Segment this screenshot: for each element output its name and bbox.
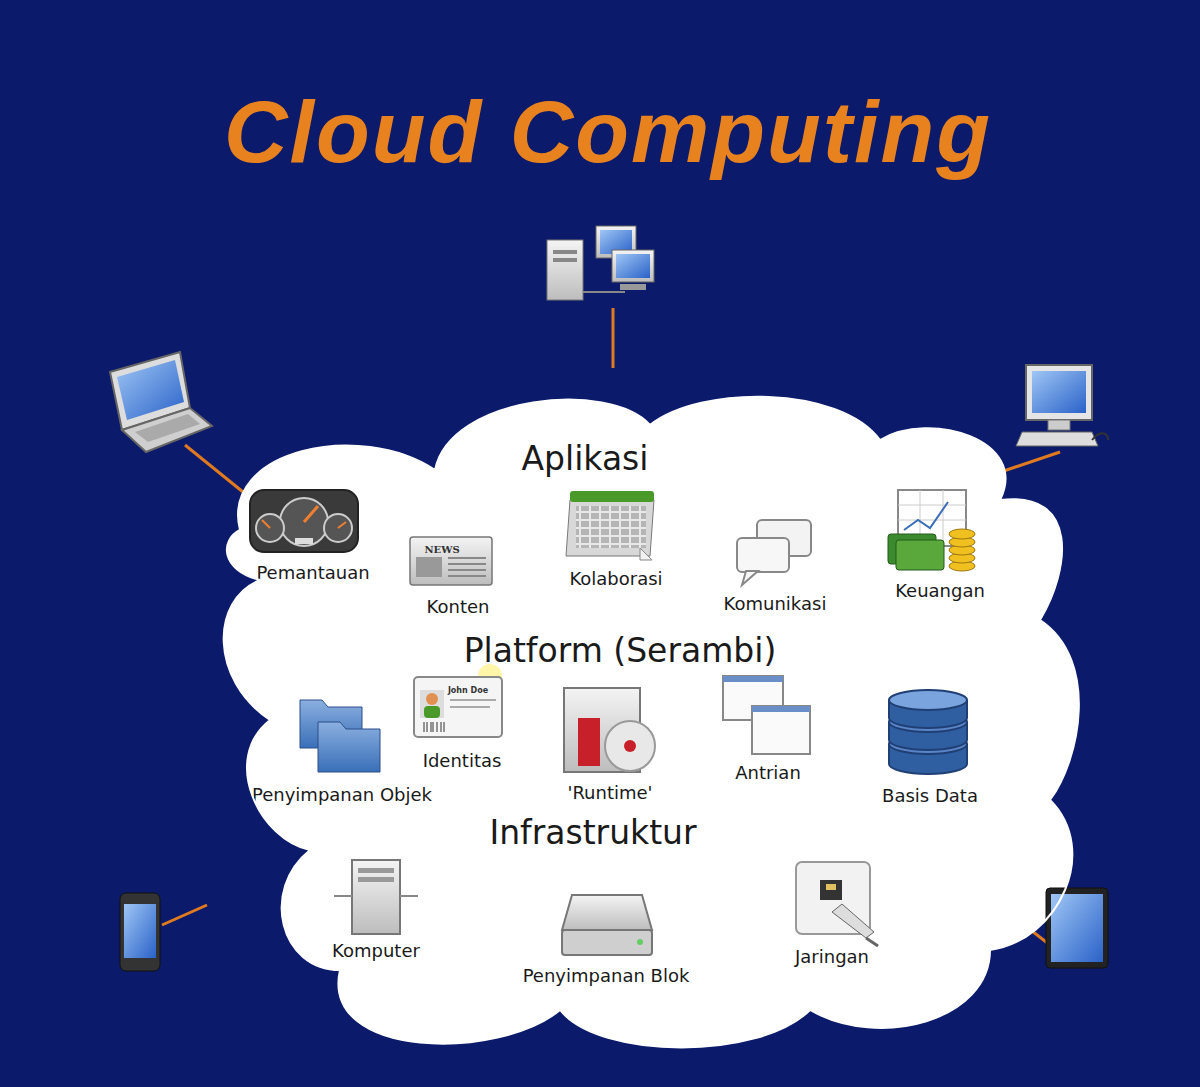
layer-heading: Aplikasi	[522, 439, 649, 478]
service-label: Penyimpanan Blok	[523, 965, 690, 986]
service-label: Kolaborasi	[569, 568, 662, 589]
cloud-outline	[200, 380, 1070, 1050]
title: Cloud Computing	[224, 81, 992, 183]
service-label: Komunikasi	[724, 593, 827, 614]
service-label: Pemantauan	[256, 562, 369, 583]
service-label: Keuangan	[895, 580, 985, 601]
cloud-region: AplikasiPlatform (Serambi) Infrastruktur	[200, 380, 1070, 1050]
service-label: Basis Data	[882, 785, 978, 806]
layer-heading: Infrastruktur	[489, 813, 696, 852]
icon-text: John Doe	[448, 686, 488, 695]
service-label: Konten	[427, 596, 490, 617]
service-label: Penyimpanan Objek	[252, 784, 432, 805]
service-label: 'Runtime'	[567, 782, 652, 803]
icon-text: NEWS	[424, 544, 459, 555]
service-label: Identitas	[423, 750, 502, 771]
layer-heading: Platform (Serambi)	[464, 631, 777, 670]
service-label: Jaringan	[795, 946, 869, 967]
service-label: Antrian	[735, 762, 801, 783]
service-label: Komputer	[332, 940, 420, 961]
